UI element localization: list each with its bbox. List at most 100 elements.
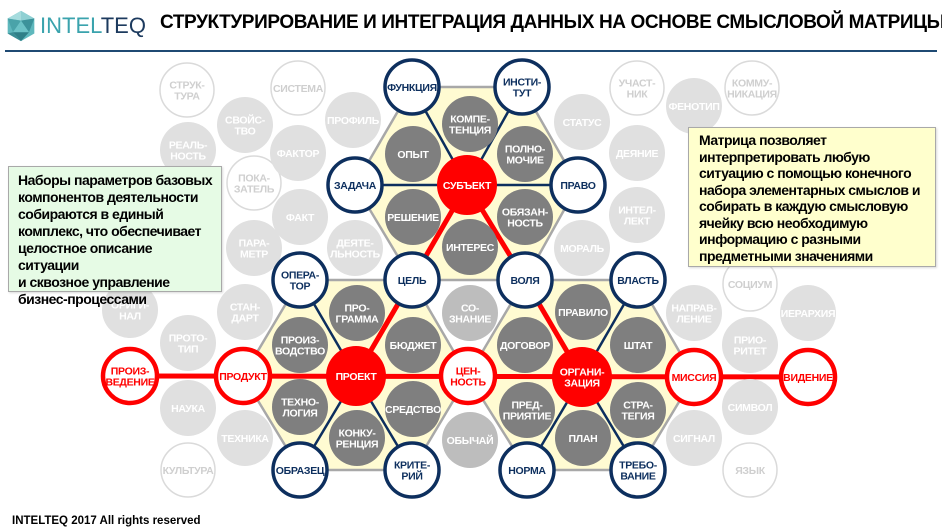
node-deed-circle (609, 125, 665, 181)
node-profile-circle (325, 92, 381, 148)
node-label-line: НОСТЬ (507, 218, 543, 230)
callout-right-text: Матрица позволяет интерпретировать любую… (699, 132, 921, 264)
node-right-label: ПРАВО (560, 180, 595, 192)
node-science-circle (160, 380, 216, 436)
node-strategy-circle (610, 382, 666, 438)
node-label-line: ЦЕН- (456, 366, 481, 378)
node-label-line: ДОГОВОР (500, 340, 550, 352)
node-label-line: ПРЕД- (511, 400, 543, 412)
node-competition-label: КОНКУ-РЕНЦИЯ (336, 428, 379, 451)
node-prototype-label: ПРОТО-ТИП (169, 333, 208, 356)
node-decision-circle (385, 189, 441, 245)
node-indicator-label: ПОКА-ЗАТЕЛЬ (234, 173, 275, 196)
node-label-line: ОБЯЗАН- (502, 207, 549, 219)
node-culture-label: КУЛЬТУРА (163, 465, 215, 477)
node-label-line: ЗАТЕЛЬ (234, 184, 275, 196)
node-culture-circle (160, 442, 216, 498)
node-activity-circle (327, 220, 383, 276)
node-label-line: ТЕХНО- (281, 397, 320, 409)
node-label-line: НАПРАВ- (671, 303, 717, 315)
node-morality-circle (554, 220, 610, 276)
node-value-label: ЦЕН-НОСТЬ (450, 366, 486, 389)
node-technology-circle (272, 379, 328, 435)
node-label-line: МОЧИЕ (506, 155, 544, 167)
node-morality-label: МОРАЛЬ (560, 243, 605, 255)
node-label-line: ДАРТ (231, 313, 259, 325)
node-label-line: НОСТЬ (170, 151, 206, 163)
node-plan-label: ПЛАН (569, 433, 598, 445)
node-label-line: ТЕНЦИЯ (449, 125, 491, 137)
logo-text-teq: TEQ (100, 13, 146, 38)
node-label-line: КРИТЕ- (394, 460, 431, 472)
node-label-line: РИЙ (401, 470, 422, 483)
node-project-circle (326, 346, 386, 406)
node-label-line: СИГНАЛ (673, 433, 715, 445)
node-label-line: ТУТ (513, 88, 532, 100)
node-label-line: СТРУК- (169, 80, 205, 92)
node-will-label: ВОЛЯ (511, 275, 540, 287)
node-label-line: РИТЕТ (734, 346, 768, 358)
node-label-line: ИЕРАРХИЯ (781, 308, 836, 320)
node-label-line: ЛЕНИЕ (676, 314, 711, 326)
node-creation-label: ПРОИЗ-ВЕДЕНИЕ (105, 366, 154, 389)
node-label-line: ПРОТО- (169, 333, 208, 345)
node-institute-label: ИНСТИ-ТУТ (503, 77, 542, 100)
node-label-line: ПРОИЗ- (111, 366, 150, 378)
node-label-line: НОСТЬ (450, 377, 486, 389)
node-consciousness-circle (442, 285, 498, 341)
node-goal-circle (383, 251, 441, 309)
node-budget-label: БЮДЖЕТ (390, 340, 438, 352)
node-label-line: ТЕГИЯ (622, 411, 655, 423)
node-label-line: ГРАММА (336, 314, 380, 326)
node-participant-label: УЧАСТ-НИК (619, 78, 656, 101)
node-technics-circle (217, 410, 273, 466)
node-task-label: ЗАДАЧА (334, 180, 377, 192)
node-fact-circle (272, 189, 328, 245)
node-authority-label: ПОЛНО-МОЧИЕ (505, 144, 546, 167)
node-label-line: ФЕНОТИП (668, 101, 719, 113)
node-duty-label: ОБЯЗАН-НОСТЬ (502, 207, 549, 230)
node-reality-circle (160, 122, 216, 178)
node-product-label: ПРОДУКТ (219, 371, 267, 383)
node-enterprise-label: ПРЕД-ПРИЯТИЕ (503, 400, 552, 423)
node-label-line: РЕАЛЬ- (169, 140, 208, 152)
node-project-label: ПРОЕКТ (336, 371, 378, 383)
node-label-line: ФАКТОР (277, 148, 320, 160)
node-label-line: КУЛЬТУРА (163, 465, 215, 477)
node-interest-circle (442, 219, 498, 275)
callout-left: Наборы параметров базовых компонентов де… (8, 166, 222, 307)
node-signal-circle (666, 410, 722, 466)
node-rule-label: ПРАВИЛО (558, 307, 608, 319)
node-label-line: ПРАВИЛО (558, 307, 608, 319)
node-label-line: БЮДЖЕТ (390, 340, 438, 352)
node-sample-label: ОБРАЗЕЦ (276, 465, 325, 477)
node-science-label: НАУКА (171, 403, 206, 415)
node-label-line: ПОКА- (238, 173, 271, 185)
node-decision-label: РЕШЕНИЕ (387, 212, 439, 224)
node-staff-label: ШТАТ (624, 340, 653, 352)
page-title: СТРУКТУРИРОВАНИЕ И ИНТЕГРАЦИЯ ДАННЫХ НА … (160, 12, 942, 33)
node-function-label: ФУНКЦИЯ (387, 82, 437, 94)
icosahedron-logo-icon (7, 10, 35, 42)
node-priority-label: ПРИО-РИТЕТ (734, 335, 768, 358)
header-divider (5, 50, 937, 52)
node-label-line: ПРИО- (734, 335, 767, 347)
node-norm-circle (498, 441, 556, 499)
node-hierarchy-circle (780, 285, 836, 341)
node-label-line: ВЕДЕНИЕ (105, 377, 154, 389)
node-phenotype-circle (666, 78, 722, 134)
node-staff-circle (610, 317, 666, 373)
node-vision-label: ВИДЕНИЕ (783, 372, 833, 384)
node-technology-label: ТЕХНО-ЛОГИЯ (281, 397, 320, 420)
node-label-line: МЕТР (240, 249, 268, 261)
copyright-footer: INTELTEQ 2017 All rights reserved (12, 515, 201, 527)
node-status-label: СТАТУС (563, 117, 603, 129)
node-institute-circle (493, 58, 551, 116)
node-label-line: ОРГАНИ- (560, 367, 605, 379)
node-custom-circle (442, 412, 498, 468)
node-enterprise-circle (499, 382, 555, 438)
node-criterion-label: КРИТЕ-РИЙ (394, 460, 431, 483)
node-label-line: МОРАЛЬ (560, 243, 605, 255)
node-authority-circle (497, 126, 553, 182)
node-deed-label: ДЕЯНИЕ (616, 148, 659, 160)
